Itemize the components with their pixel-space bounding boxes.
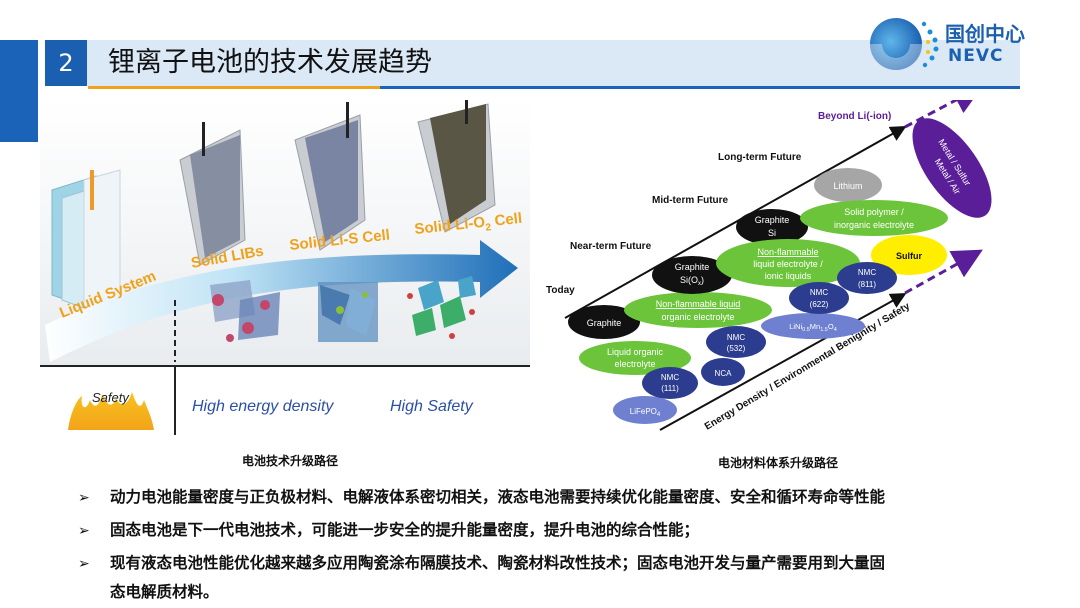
right-figure-caption: 电池材料体系升级路径 xyxy=(718,456,839,470)
svg-text:NMC: NMC xyxy=(858,268,876,277)
left-accent-bar xyxy=(0,40,38,142)
svg-text:NCA: NCA xyxy=(715,369,733,378)
svg-text:organic electrolyte: organic electrolyte xyxy=(661,312,734,322)
solid-polymer-inorganic-electrolyte-ellipse: Solid polymer / inorganic electrolyte xyxy=(800,200,948,236)
svg-text:NMC: NMC xyxy=(810,288,828,297)
lifepo4-ellipse: LiFePO4 xyxy=(613,396,677,424)
left-figure-caption: 电池技术升级路径 xyxy=(242,454,339,468)
svg-text:(811): (811) xyxy=(858,280,876,289)
svg-text:inorganic electrolyte: inorganic electrolyte xyxy=(834,220,914,230)
logo-name-cn: 国创中心 xyxy=(945,22,1025,46)
progression-arrow xyxy=(45,240,518,362)
svg-text:Sulfur: Sulfur xyxy=(896,251,922,261)
stage-label-mid-term: Mid-term Future xyxy=(652,195,729,206)
svg-text:Non-flammable: Non-flammable xyxy=(757,247,818,257)
logo-name-en: NEVC xyxy=(948,46,1004,66)
svg-text:NMC: NMC xyxy=(661,373,679,382)
bullet-arrow-icon: ➢ xyxy=(78,523,90,539)
bullet-item-2: ➢固态电池是下一代电池技术，可能进一步安全的提升能量密度，提升电池的综合性能； xyxy=(78,521,700,539)
nmc111-ellipse: NMC (111) xyxy=(642,367,698,399)
svg-text:LiFePO4: LiFePO4 xyxy=(630,407,661,418)
crystal-structure-illustration-2 xyxy=(318,282,378,342)
svg-text:liquid electrolyte /: liquid electrolyte / xyxy=(753,259,823,269)
bullet-item-3: ➢现有液态电池性能优化越来越多应用陶瓷涂布隔膜技术、陶瓷材料改性技术；固态电池开… xyxy=(78,554,886,572)
row-label-high-energy-density: High energy density xyxy=(192,398,334,415)
svg-text:(622): (622) xyxy=(810,300,829,309)
solid-libs-cell-illustration xyxy=(179,122,246,266)
page-title: 锂离子电池的技术发展趋势 xyxy=(108,47,432,78)
section-number: 2 xyxy=(45,40,87,86)
svg-text:Si: Si xyxy=(768,228,776,238)
nmc622-ellipse: NMC (622) xyxy=(789,282,849,314)
lithium-ellipse: Lithium xyxy=(814,168,882,202)
title-underline-blue xyxy=(380,86,1020,89)
graphite-ellipse: Graphite xyxy=(568,305,640,339)
bullet-item-3-continued: 态电解质材料。 xyxy=(110,583,219,601)
safety-label: Safety xyxy=(92,390,130,405)
row-label-high-safety: High Safety xyxy=(390,398,474,415)
nonflammable-liquid-organic-electrolyte-ellipse: Non-flammable liquid organic electrolyte xyxy=(624,292,772,328)
svg-text:electrolyte: electrolyte xyxy=(614,359,655,369)
battery-technology-upgrade-figure: Liquid System Solid LIBs Solid Li-S Cell… xyxy=(40,100,530,435)
nevc-logo-icon xyxy=(870,18,939,70)
stage-label-long-term: Long-term Future xyxy=(718,152,802,163)
svg-text:Graphite: Graphite xyxy=(755,215,790,225)
bullet-arrow-icon: ➢ xyxy=(78,490,90,506)
graphite-siox-ellipse: Graphite Si(Ox) xyxy=(652,256,732,294)
solid-li-s-cell-illustration xyxy=(294,102,366,251)
beyond-lower-arrow xyxy=(904,249,983,295)
metal-sulfur-air-ellipse: Metal / Sulfur Metal / Air xyxy=(912,118,992,218)
svg-text:Si(Ox): Si(Ox) xyxy=(680,275,704,287)
bullet-item-1: ➢动力电池能量密度与正负极材料、电解液体系密切相关，液态电池需要持续优化能量密度… xyxy=(78,488,886,506)
safety-flame-icon xyxy=(68,392,154,430)
stage-label-beyond-li-ion: Beyond Li(-ion) xyxy=(818,111,891,122)
svg-text:(532): (532) xyxy=(727,344,746,353)
solid-li-o2-cell-illustration xyxy=(417,100,496,233)
svg-text:(111): (111) xyxy=(661,384,679,393)
header-strip xyxy=(45,40,1020,86)
svg-text:LiNi0.5Mn1.5O4: LiNi0.5Mn1.5O4 xyxy=(789,322,837,333)
svg-text:Graphite: Graphite xyxy=(587,318,622,328)
nmc532-ellipse: NMC (532) xyxy=(706,326,766,358)
sulfur-ellipse: Sulfur xyxy=(871,235,947,275)
svg-text:NMC: NMC xyxy=(727,333,745,342)
svg-text:ionic liquids: ionic liquids xyxy=(765,271,812,281)
graphite-si-ellipse: Graphite Si xyxy=(736,209,808,245)
beyond-upper-arrow xyxy=(904,100,983,129)
bullet-arrow-icon: ➢ xyxy=(78,556,90,572)
liquid-organic-electrolyte-ellipse: Liquid organic electrolyte xyxy=(579,341,691,375)
lnmo-ellipse: LiNi0.5Mn1.5O4 xyxy=(761,313,865,339)
stage-label-today: Today xyxy=(546,285,575,296)
upper-trend-arrow xyxy=(564,126,907,319)
stage-label-near-term: Near-term Future xyxy=(570,241,652,252)
svg-text:Liquid organic: Liquid organic xyxy=(607,347,664,357)
crystal-structure-illustration-3 xyxy=(407,276,476,339)
svg-text:Graphite: Graphite xyxy=(675,262,710,272)
crystal-structure-illustration-1 xyxy=(210,280,280,342)
lower-trend-arrow xyxy=(659,293,907,431)
nonflammable-ionic-liquids-ellipse: Non-flammable liquid electrolyte / ionic… xyxy=(716,239,860,287)
svg-text:Non-flammable liquid: Non-flammable liquid xyxy=(656,299,741,309)
svg-text:Solid polymer /: Solid polymer / xyxy=(844,207,904,217)
battery-material-upgrade-figure: Today Near-term Future Mid-term Future L… xyxy=(546,100,992,433)
nmc811-ellipse: NMC (811) xyxy=(837,262,897,294)
svg-text:Lithium: Lithium xyxy=(833,181,862,191)
title-underline-orange xyxy=(88,86,380,89)
nca-ellipse: NCA xyxy=(701,358,745,386)
